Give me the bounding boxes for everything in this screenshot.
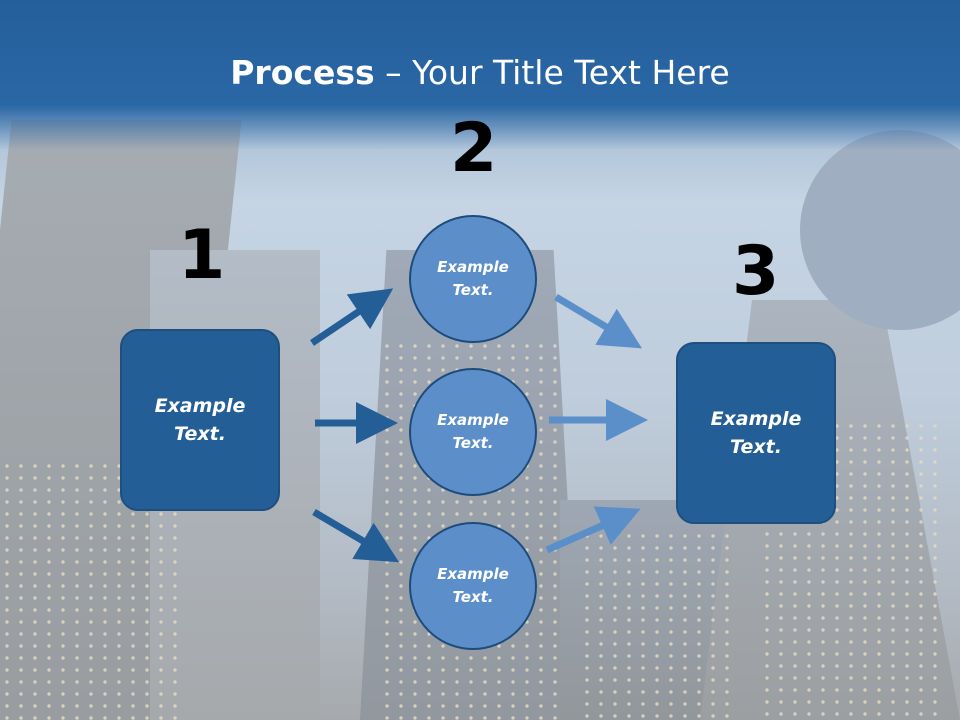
- circle-top-text: Example Text.: [437, 257, 509, 299]
- step-3-text: Example Text.: [710, 407, 802, 459]
- step-number-3: 3: [732, 232, 780, 311]
- step-3-box[interactable]: Example Text.: [676, 342, 836, 524]
- arrow-to-circle-bottom: [312, 508, 400, 563]
- step-2-circle-middle[interactable]: Example Text.: [409, 368, 537, 496]
- arrow-from-circle-bottom: [545, 506, 641, 554]
- circle-bottom-text: Example Text.: [437, 564, 509, 606]
- step-1-box[interactable]: Example Text.: [120, 329, 280, 511]
- step-2-circle-top[interactable]: Example Text.: [409, 215, 537, 343]
- step-number-1: 1: [178, 216, 226, 295]
- step-number-2: 2: [450, 109, 498, 188]
- slide-title: Process – Your Title Text Here: [0, 53, 960, 92]
- arrow-to-circle-top: [310, 288, 394, 346]
- title-rest: – Your Title Text Here: [374, 53, 730, 92]
- step-2-circle-bottom[interactable]: Example Text.: [409, 522, 537, 650]
- arrow-from-circle-top: [554, 293, 643, 349]
- step-1-text: Example Text.: [154, 394, 246, 446]
- title-bold: Process: [230, 53, 375, 92]
- circle-middle-text: Example Text.: [437, 410, 509, 452]
- title-band: [0, 0, 960, 150]
